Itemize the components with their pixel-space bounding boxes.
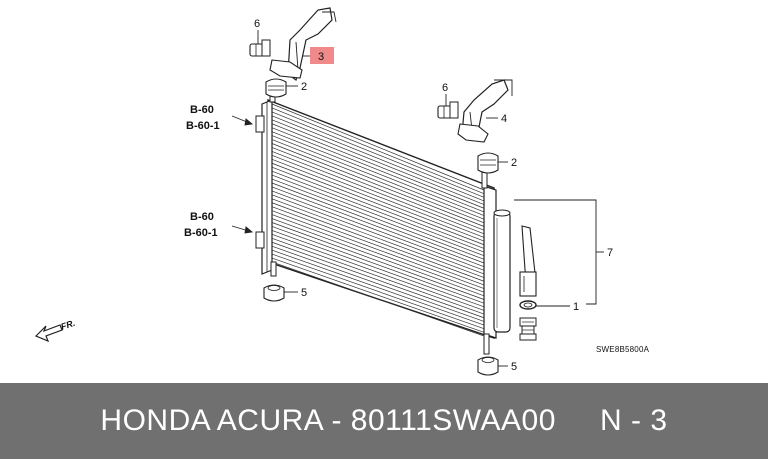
- footer-bar: HONDA ACURA - 80111SWAA00 N - 3: [0, 383, 768, 459]
- condenser-tube-line: [271, 127, 485, 213]
- direction-label: FR.: [60, 318, 77, 332]
- condenser-tube-line: [271, 249, 485, 326]
- condenser-tube-line: [271, 226, 485, 304]
- condenser-tube-line: [271, 202, 485, 282]
- condenser-tube-line: [271, 123, 485, 209]
- cushion-lower-left: [263, 284, 285, 302]
- callout-receiver-group: 7: [607, 247, 613, 259]
- condenser-tube-line: [271, 170, 485, 253]
- reference-arrows: [231, 115, 254, 234]
- callout-bolt-right: 6: [442, 82, 448, 94]
- condenser-tube-line: [271, 198, 485, 278]
- receiver-plug: [519, 317, 537, 341]
- condenser-tube-line: [271, 245, 485, 322]
- receiver-dryer: [493, 209, 511, 333]
- bolt-right: [437, 101, 459, 119]
- condenser-tube-line: [271, 139, 485, 224]
- reference-lower-line1: B-60: [190, 211, 214, 223]
- condenser-tube-line: [271, 261, 485, 337]
- condenser-tube-line: [271, 107, 485, 194]
- condenser-tube-line: [271, 253, 485, 330]
- condenser-tube-line: [271, 119, 485, 205]
- front-direction-arrow: FR.: [34, 318, 77, 343]
- condenser-tube-line: [271, 230, 485, 308]
- condenser-tube-line: [271, 214, 485, 293]
- condenser-tube-line: [271, 135, 485, 220]
- desiccant-filter: [519, 225, 537, 297]
- condenser-tube-line: [271, 210, 485, 289]
- condenser-tube-line: [271, 115, 485, 202]
- reference-upper-line1: B-60: [190, 104, 214, 116]
- condenser-tube-line: [271, 237, 485, 315]
- diagram-code: SWE8B5800A: [596, 345, 650, 354]
- reference-lower-line2: B-60-1: [184, 227, 218, 239]
- condenser-tube-line: [271, 143, 485, 227]
- condenser-tube-line: [271, 218, 485, 297]
- cushion-lower-right: [477, 356, 499, 376]
- callout-cushion-lower-right: 5: [511, 361, 517, 373]
- o-ring: [519, 300, 537, 310]
- condenser-tube-line: [271, 194, 485, 275]
- condenser-tube-line: [271, 162, 485, 246]
- callout-bolt-left: 6: [254, 18, 260, 30]
- condenser-tube-line: [271, 166, 485, 249]
- callout-cushion-upper-right: 2: [511, 157, 517, 169]
- cushion-upper-left: [265, 78, 287, 98]
- cushion-upper-right: [477, 152, 499, 174]
- leader-lines: [257, 30, 604, 367]
- callout-bracket-left: 3: [318, 51, 324, 63]
- mounting-bracket-right: [457, 79, 513, 143]
- condenser-tube-line: [271, 178, 485, 260]
- condenser-tubes: [271, 103, 485, 337]
- condenser-core: [255, 85, 497, 355]
- bolt-left: [249, 39, 271, 57]
- condenser-tube-line: [271, 190, 485, 271]
- condenser-tube-line: [271, 241, 485, 319]
- condenser-tube-line: [271, 131, 485, 216]
- condenser-tube-line: [271, 186, 485, 267]
- condenser-tube-line: [271, 174, 485, 257]
- highlight-part-3: [310, 47, 334, 64]
- mounting-bracket-left: [269, 7, 337, 81]
- callout-cushion-lower-left: 5: [301, 287, 307, 299]
- reference-upper-line2: B-60-1: [186, 120, 220, 132]
- condenser-tube-line: [271, 257, 485, 333]
- condenser-tube-line: [271, 111, 485, 198]
- condenser-tube-line: [271, 151, 485, 235]
- condenser-tube-line: [271, 155, 485, 238]
- condenser-tube-line: [271, 234, 485, 311]
- condenser-tube-line: [271, 222, 485, 300]
- condenser-tube-line: [271, 206, 485, 286]
- condenser-tube-line: [271, 182, 485, 264]
- condenser-tube-line: [271, 147, 485, 231]
- parts-diagram: FR. 6 3 2 6 4 2 7 1 5 5 B-60 B-60-1 B-60…: [34, 7, 650, 376]
- callout-receiver-parts: 1: [573, 301, 579, 313]
- part-number-caption: HONDA ACURA - 80111SWAA00 N - 3: [100, 404, 668, 437]
- callout-cushion-upper-left: 2: [301, 81, 307, 93]
- condenser-tube-line: [271, 103, 485, 191]
- callout-bracket-right: 4: [501, 113, 507, 125]
- condenser-tube-line: [271, 158, 485, 242]
